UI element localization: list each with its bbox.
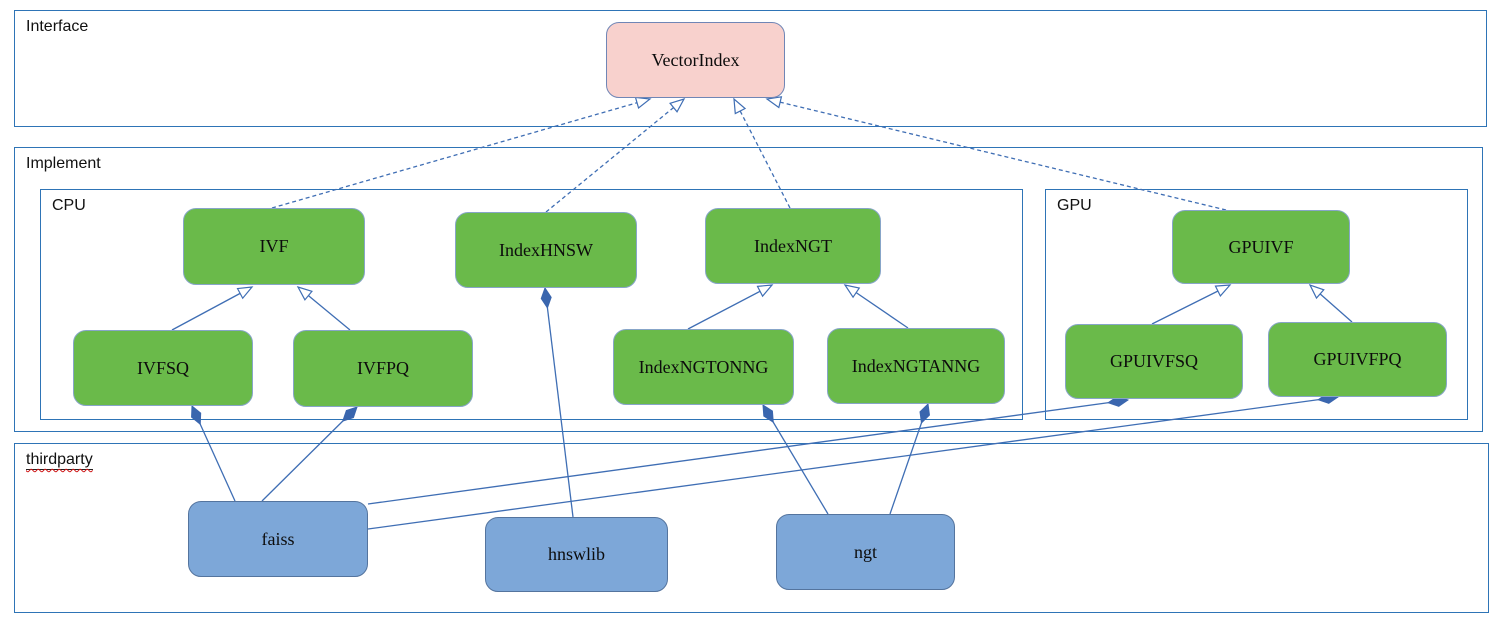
frame-gpu-label: GPU: [1057, 197, 1092, 214]
node-faiss-label: faiss: [261, 528, 295, 549]
node-ivf[interactable]: IVF: [183, 208, 365, 285]
node-indexngtanng[interactable]: IndexNGTANNG: [827, 328, 1005, 404]
node-ivfsq-label: IVFSQ: [136, 357, 189, 378]
frame-interface-label: Interface: [26, 18, 89, 35]
edge-realization-gpuivf-vectorindex: [765, 96, 1227, 211]
node-gpuivfpq[interactable]: GPUIVFPQ: [1268, 322, 1447, 397]
node-gpuivfpq-label: GPUIVFPQ: [1313, 349, 1402, 369]
node-gpuivf-label: GPUIVF: [1228, 236, 1294, 257]
frame-interface: Interface: [14, 10, 1487, 127]
node-vectorindex-label: VectorIndex: [651, 49, 740, 70]
edge-composition-indexngtanng-ngt: [889, 404, 928, 515]
edge-realization-indexhnsw-vectorindex: [545, 97, 686, 213]
edge-generalization-indexngtanng-indexngt: [843, 284, 909, 329]
edge-composition-ivfsq-faiss: [192, 406, 236, 502]
node-gpuivf[interactable]: GPUIVF: [1172, 210, 1350, 284]
node-indexngtonng[interactable]: IndexNGTONNG: [613, 329, 794, 405]
node-indexngtonng-label: IndexNGTONNG: [638, 356, 769, 377]
node-ivfpq-label: IVFPQ: [356, 358, 409, 378]
node-hnswlib-label: hnswlib: [547, 544, 605, 564]
node-indexngt[interactable]: IndexNGT: [705, 208, 881, 284]
node-ivfsq[interactable]: IVFSQ: [73, 330, 253, 406]
node-ivfpq[interactable]: IVFPQ: [293, 330, 473, 407]
edge-composition-gpuivfsq-faiss: [367, 400, 1128, 505]
node-indexngtanng-label: IndexNGTANNG: [851, 355, 981, 376]
node-ngt[interactable]: ngt: [776, 514, 955, 590]
frame-gpu: GPU: [1045, 189, 1468, 420]
node-gpuivfsq[interactable]: GPUIVFSQ: [1065, 324, 1243, 399]
node-vectorindex[interactable]: VectorIndex: [606, 22, 785, 98]
frame-implement: Implement: [14, 147, 1483, 432]
edge-generalization-ivfpq-ivf: [296, 285, 351, 331]
edge-realization-ivf-vectorindex: [271, 96, 652, 209]
edge-generalization-gpuivfsq-gpuivf: [1151, 284, 1232, 325]
node-indexhnsw-label: IndexHNSW: [499, 239, 593, 260]
frame-thirdparty: thirdparty: [14, 443, 1489, 613]
edge-composition-gpuivfpq-faiss: [367, 397, 1338, 530]
edge-composition-indexhnsw-hnswlib: [545, 288, 574, 518]
node-ivf-label: IVF: [259, 236, 289, 256]
node-indexngt-label: IndexNGT: [754, 235, 832, 256]
frame-cpu: CPU: [40, 189, 1023, 420]
edge-composition-ivfpq-faiss: [261, 407, 357, 502]
node-faiss[interactable]: faiss: [188, 501, 368, 577]
node-gpuivfsq-label: GPUIVFSQ: [1109, 351, 1199, 371]
node-hnswlib[interactable]: hnswlib: [485, 517, 668, 592]
node-indexhnsw[interactable]: IndexHNSW: [455, 212, 637, 288]
frame-thirdparty-label: thirdparty: [26, 451, 93, 470]
edge-generalization-ivfsq-ivf: [171, 286, 254, 331]
edge-realization-indexngt-vectorindex: [733, 97, 791, 209]
frame-cpu-label: CPU: [52, 197, 86, 214]
frame-implement-label: Implement: [26, 155, 101, 172]
edge-composition-indexngtonng-ngt: [763, 405, 829, 515]
edge-generalization-gpuivfpq-gpuivf: [1308, 283, 1353, 323]
node-ngt-label: ngt: [853, 541, 877, 562]
edge-generalization-indexngtonng-indexngt: [687, 284, 774, 330]
